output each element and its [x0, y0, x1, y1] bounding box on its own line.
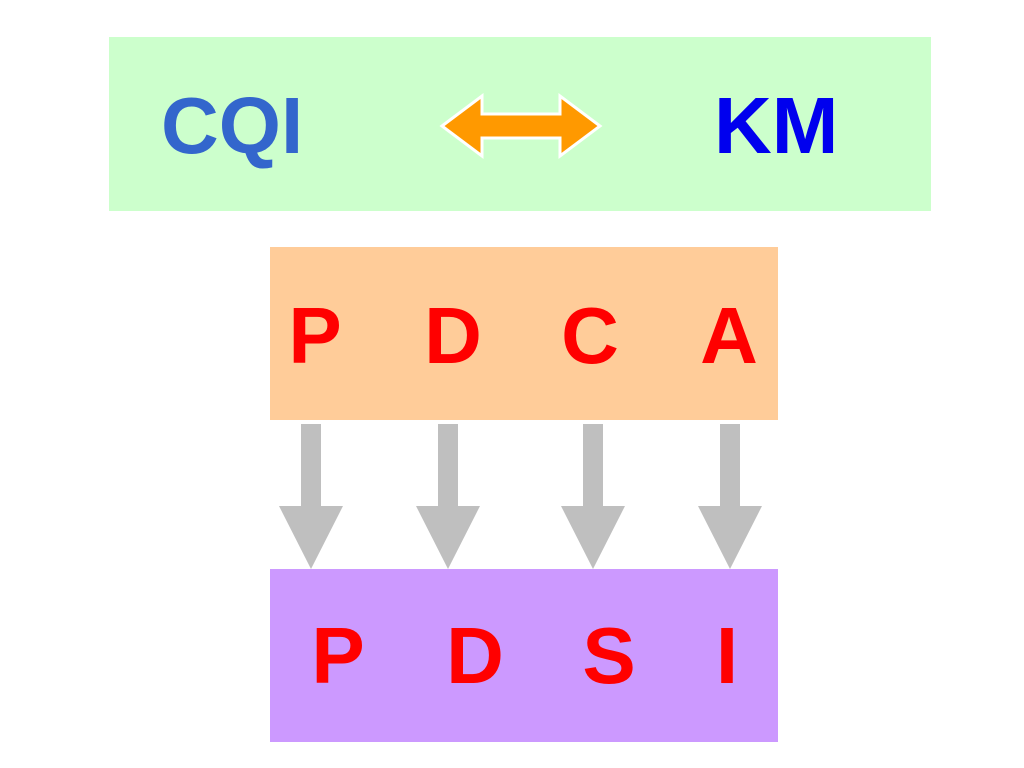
- pdsi-letter-p: P: [311, 611, 365, 700]
- down-arrow-icon: [561, 424, 625, 569]
- down-arrow-icon: [279, 424, 343, 569]
- pdsi-letter-s: S: [582, 611, 636, 700]
- cqi-label: CQI: [161, 81, 304, 170]
- pdca-letter-c: C: [561, 291, 619, 380]
- pdsi-letter-i: I: [715, 611, 739, 700]
- km-label: KM: [714, 81, 839, 170]
- pdca-letter-a: A: [700, 291, 758, 380]
- pdsi-letter-d: D: [446, 611, 504, 700]
- left-right-arrow-icon: [439, 93, 603, 159]
- down-arrow-icon: [698, 424, 762, 569]
- down-arrow-icon: [416, 424, 480, 569]
- pdca-panel: [270, 247, 778, 420]
- pdsi-panel: [270, 569, 778, 742]
- pdca-letter-d: D: [424, 291, 482, 380]
- pdca-letter-p: P: [288, 291, 342, 380]
